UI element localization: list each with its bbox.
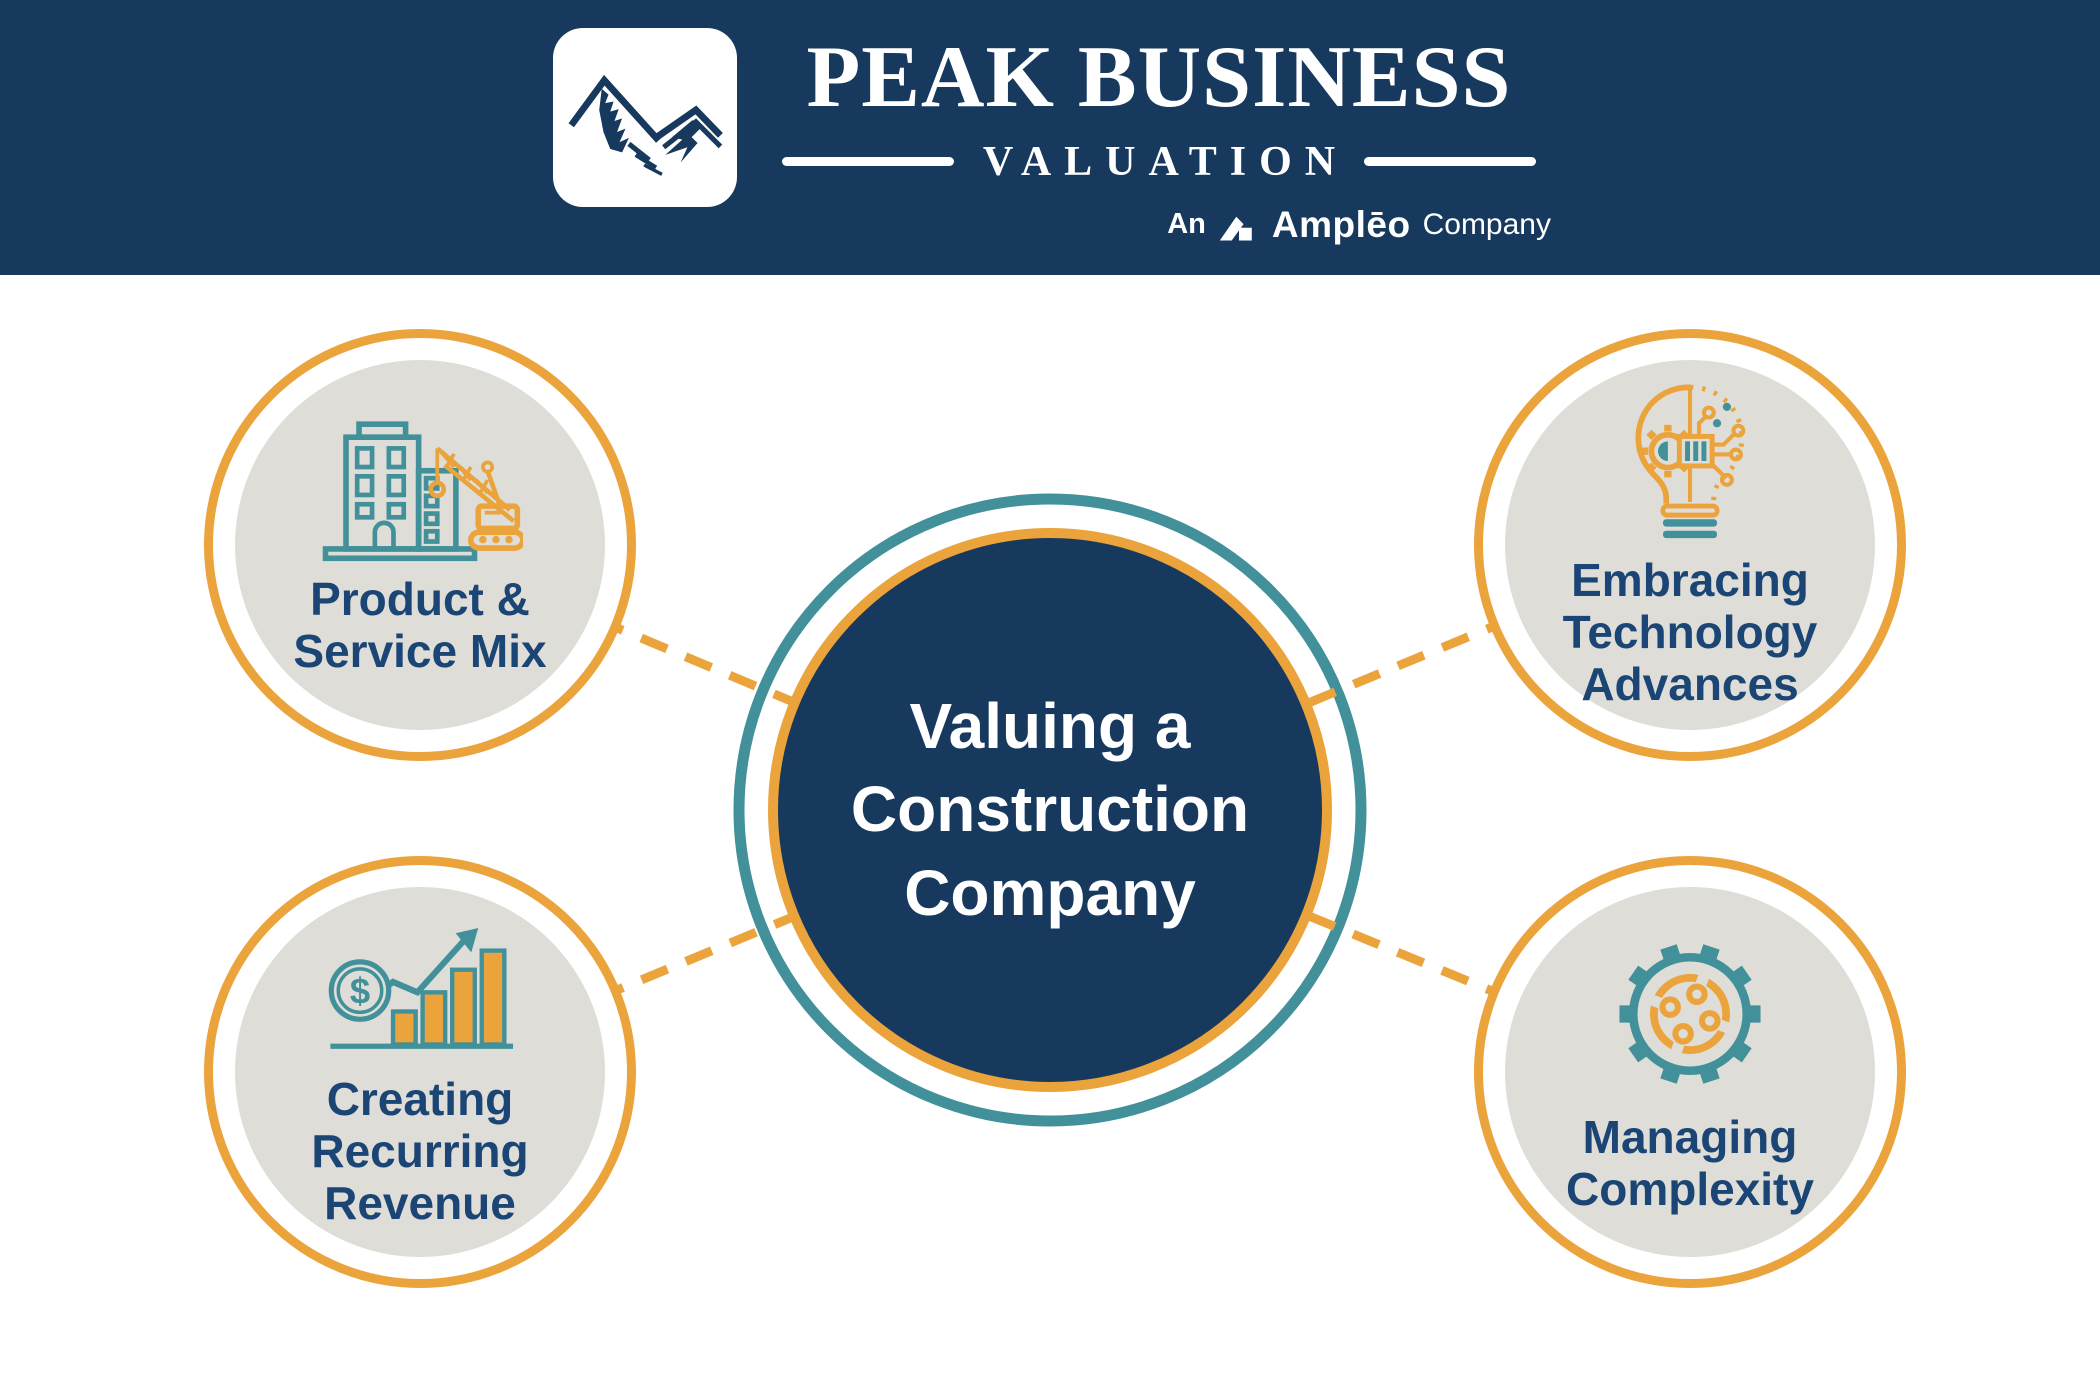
node-managing-complexity: Managing Complexity — [1474, 856, 1906, 1288]
center-title: Valuing a Construction Company — [851, 685, 1249, 935]
node-circle: Managing Complexity — [1505, 887, 1875, 1257]
ampleo-tagline: An Amplēo Company — [763, 204, 1555, 246]
node-product-service-mix: Product & Service Mix — [204, 329, 636, 761]
center-title-line: Company — [904, 856, 1196, 929]
node-label: Managing Complexity — [1566, 1111, 1814, 1215]
brand-block: PEAK BUSINESS VALUATION An Amplēo Compan… — [763, 29, 1555, 246]
peak-logo — [553, 28, 737, 207]
right-rule — [1364, 157, 1537, 167]
header-banner: PEAK BUSINESS VALUATION An Amplēo Compan… — [0, 0, 2100, 275]
ampleo-icon — [1219, 216, 1252, 241]
node-creating-recurring-revenue: $ Creating Recurring Revenue — [204, 856, 636, 1288]
node-label: Creating Recurring Revenue — [311, 1073, 529, 1229]
svg-text:$: $ — [350, 971, 370, 1012]
node-circle: $ Creating Recurring Revenue — [235, 887, 605, 1257]
left-rule — [781, 157, 954, 167]
lightbulb-technology-icon — [1635, 384, 1746, 539]
center-outer-ring — [733, 493, 1367, 1127]
center-title-line: Construction — [850, 773, 1250, 846]
node-circle: Product & Service Mix — [235, 360, 605, 730]
tagline-brand: Amplēo — [1271, 203, 1411, 245]
tagline-prefix: An — [1167, 208, 1206, 241]
tagline-suffix: Company — [1422, 207, 1551, 241]
brand-subtitle-row: VALUATION — [763, 138, 1555, 186]
node-label: Product & Service Mix — [293, 572, 547, 677]
node-embracing-technology-advances: Embracing Technology Advances — [1474, 329, 1906, 761]
node-label: Embracing Technology Advances — [1562, 554, 1818, 710]
revenue-growth-chart-icon: $ — [328, 928, 514, 1049]
building-crane-icon — [322, 420, 523, 561]
gear-puzzle-icon — [1619, 944, 1761, 1084]
center-title-line: Valuing a — [909, 690, 1191, 763]
node-circle: Embracing Technology Advances — [1505, 360, 1875, 730]
brand-name: PEAK BUSINESS — [806, 29, 1512, 126]
mountain-icon — [568, 74, 723, 176]
center-node: Valuing a Construction Company — [768, 528, 1332, 1092]
brand-subtitle: VALUATION — [982, 138, 1349, 185]
